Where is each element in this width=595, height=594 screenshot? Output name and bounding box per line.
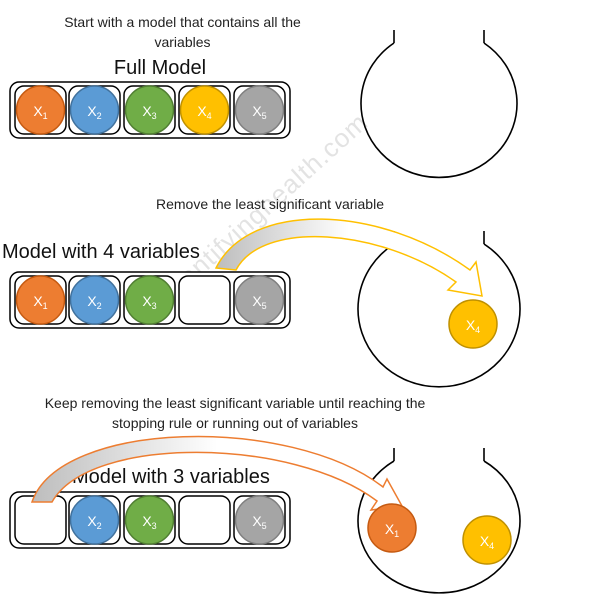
x5-circle xyxy=(234,275,285,325)
tray-2-x2: X2 xyxy=(69,275,120,325)
tray-2-x5: X5 xyxy=(234,275,285,325)
caption-step2: Remove the least significant variable xyxy=(155,196,384,212)
title-step2: Model with 4 variables xyxy=(2,241,200,263)
x3-circle xyxy=(124,275,175,325)
bag-2-body xyxy=(357,243,521,388)
bag-1-body xyxy=(360,42,518,179)
tray-1-x4: X4 xyxy=(179,85,230,135)
tray-3-x3: X3 xyxy=(124,495,175,545)
arrows-layer xyxy=(30,218,483,511)
bag-3-x1: X1 xyxy=(367,503,417,553)
x1-circle xyxy=(15,275,66,325)
tray-3-x2: X2 xyxy=(69,495,120,545)
x3-circle xyxy=(124,495,175,545)
bag-3 xyxy=(357,448,521,594)
tray-2-x3: X3 xyxy=(124,275,175,325)
bag-3-body xyxy=(357,460,521,594)
tray-2-x1: X1 xyxy=(15,275,66,325)
caption-step1: Start with a model that contains all the… xyxy=(64,14,301,50)
x2-circle xyxy=(69,495,120,545)
x1-circle xyxy=(15,85,66,135)
remove-arrow-1 xyxy=(214,218,483,297)
title-step3: Model with 3 variables xyxy=(72,466,270,488)
tray-1-x5: X5 xyxy=(234,85,285,135)
tray-1-x2: X2 xyxy=(69,85,120,135)
title-step1: Full Model xyxy=(113,57,207,79)
bag-1 xyxy=(360,30,518,179)
x2-circle xyxy=(69,275,120,325)
x2-circle xyxy=(69,85,120,135)
bag-2-x4: X4 xyxy=(448,299,498,349)
x4-circle xyxy=(179,85,230,135)
x3-circle xyxy=(124,85,175,135)
tray-1-x1: X1 xyxy=(15,85,66,135)
tray-2-slot-4 xyxy=(178,275,231,325)
x4-circle xyxy=(448,299,498,349)
x5-circle xyxy=(234,495,285,545)
tray-3-x5: X5 xyxy=(234,495,285,545)
x5-circle xyxy=(234,85,285,135)
tray-1-x3: X3 xyxy=(124,85,175,135)
caption-step3: Keep removing the least significant vari… xyxy=(44,395,426,431)
x1-circle xyxy=(367,503,417,553)
tray-3-slot-1 xyxy=(14,495,67,545)
bag-3-x4: X4 xyxy=(462,515,512,565)
tray-3-slot-4 xyxy=(178,495,231,545)
x4-circle xyxy=(462,515,512,565)
